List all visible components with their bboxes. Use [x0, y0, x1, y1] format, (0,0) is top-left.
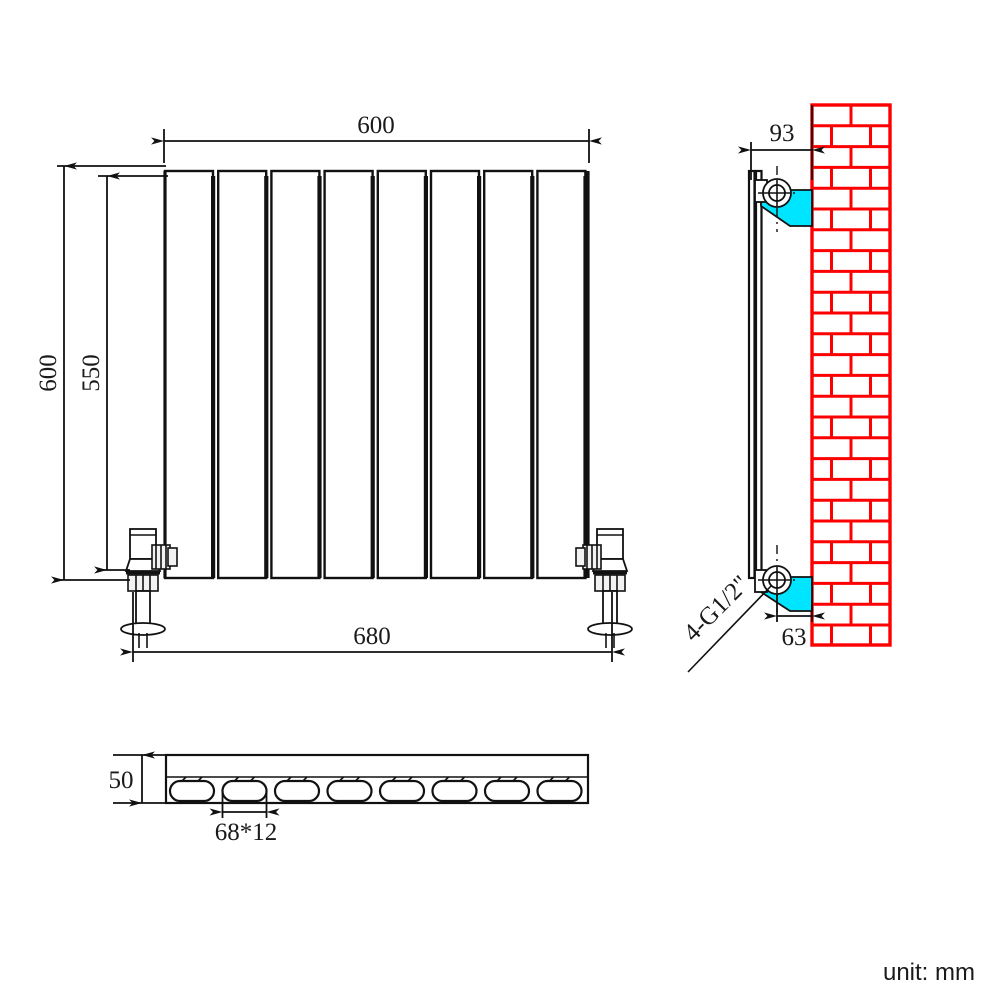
tube-profile [378, 776, 426, 803]
dim-label-600-height: 600 [35, 354, 62, 392]
dim-label-680: 680 [353, 623, 391, 650]
radiator-panel [216, 169, 269, 580]
front-view-panels [163, 169, 590, 580]
unit-note: unit: mm [883, 959, 975, 986]
radiator-panel [483, 169, 535, 580]
wall-bracket-bottom [754, 545, 813, 612]
dimension-offset-63: 63 [764, 594, 825, 651]
radiator-panel [323, 169, 375, 580]
tube-profile [431, 776, 478, 803]
dim-label-93: 93 [770, 120, 795, 147]
radiator-panel [270, 169, 322, 580]
radiator-panel [376, 169, 428, 580]
brick-wall [810, 103, 892, 647]
valve-left [120, 528, 178, 648]
tube-profile [326, 776, 373, 803]
dimension-tube-68x12: 68*12 [209, 790, 280, 846]
side-view-radiator-profile [747, 169, 763, 580]
dimension-height-600: 600 [35, 162, 166, 584]
bottom-view [164, 753, 590, 805]
radiator-panel [536, 169, 588, 580]
radiator-panel [429, 169, 482, 580]
dimension-depth-50: 50 [109, 751, 168, 807]
dim-label-thread: 4-G1/2" [679, 571, 755, 647]
tube-profile [273, 776, 321, 803]
dim-label-50: 50 [109, 767, 134, 794]
dim-label-63: 63 [782, 624, 807, 651]
valve-right [575, 528, 633, 648]
dimension-width-600: 600 [151, 112, 602, 163]
wall-bracket-top [754, 166, 813, 232]
radiator-panel [163, 169, 216, 580]
dimension-width-680: 680 [120, 592, 625, 662]
dim-label-600-width: 600 [357, 112, 395, 139]
dimension-height-550: 550 [78, 172, 168, 574]
dim-label-550: 550 [78, 354, 105, 392]
dimension-depth-93: 93 [738, 105, 825, 180]
brick-courses [812, 105, 890, 645]
tube-profile [536, 776, 583, 803]
tube-profile [483, 776, 531, 803]
dim-label-68x12: 68*12 [215, 819, 278, 846]
tube-profile [221, 776, 268, 803]
tube-profile [168, 776, 216, 803]
